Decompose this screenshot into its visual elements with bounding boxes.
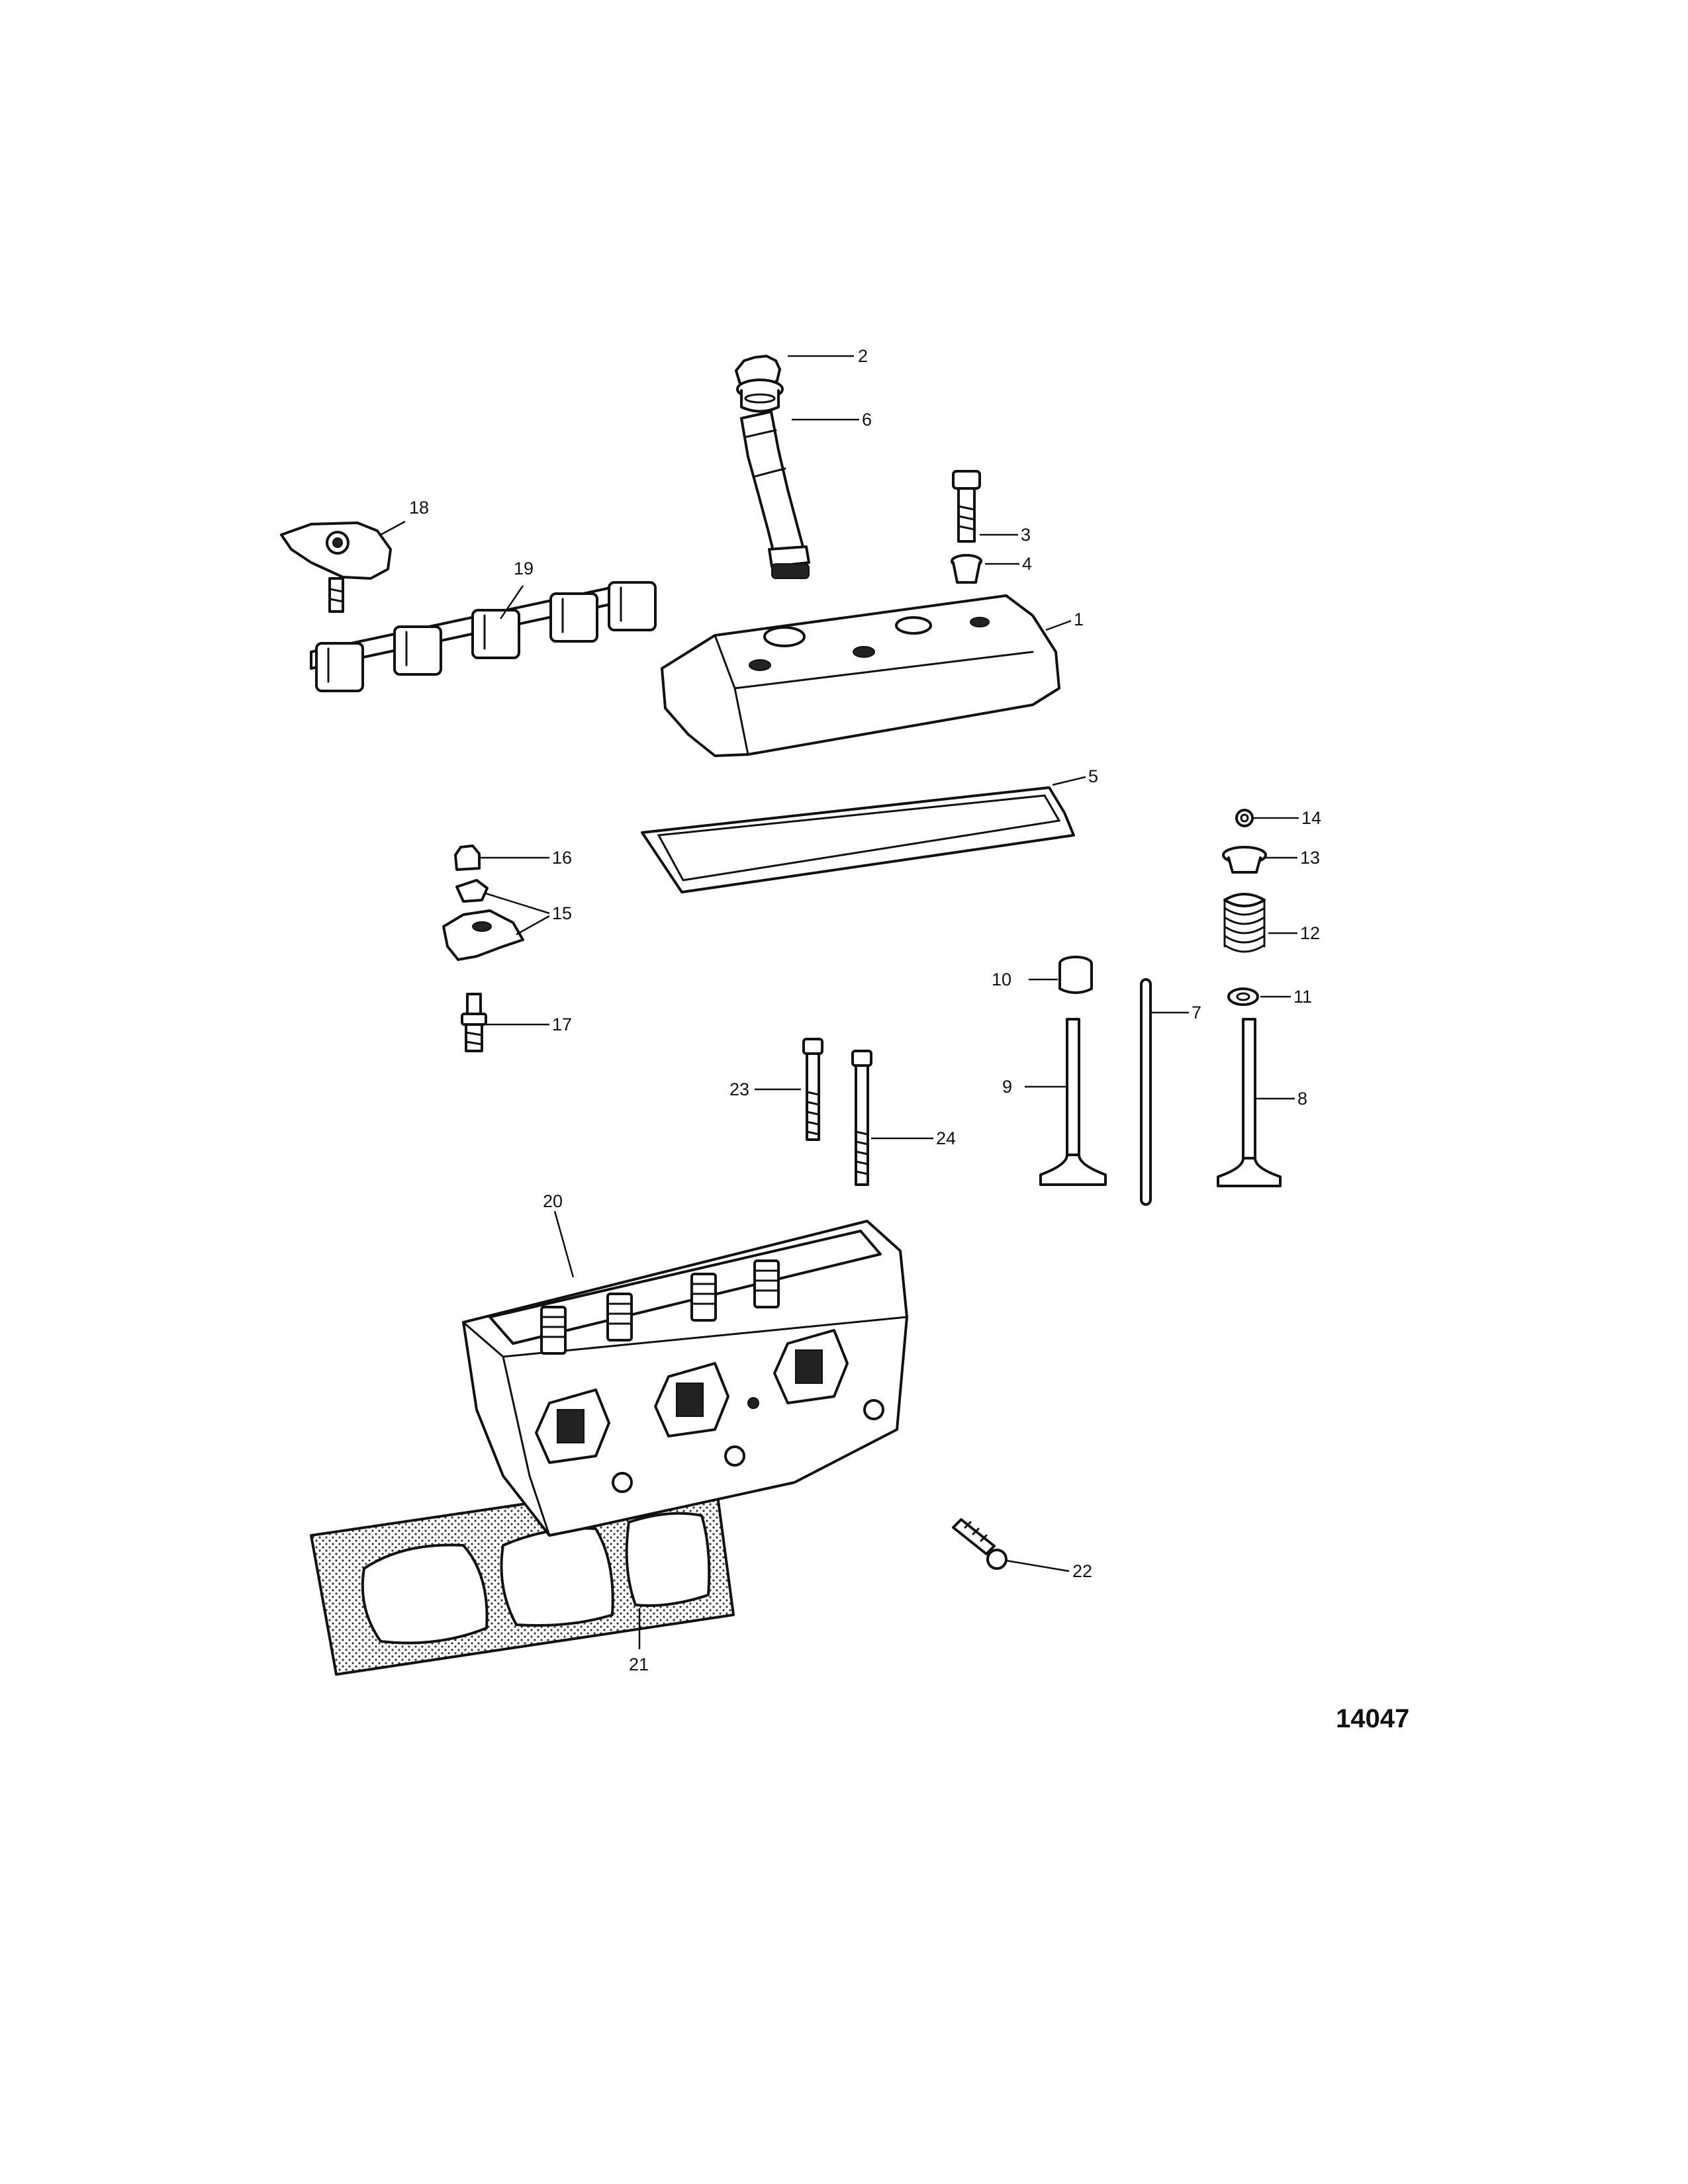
callout-15: 15: [552, 903, 572, 923]
bolt-22: [952, 1518, 1008, 1570]
callout-18: 18: [409, 498, 429, 518]
callout-14: 14: [1301, 808, 1321, 828]
figure-number: 14047: [1336, 1704, 1409, 1733]
callout-16: 16: [552, 848, 572, 868]
callout-11: 11: [1293, 987, 1312, 1007]
callout-2: 2: [858, 346, 868, 366]
valve-spring: [1223, 893, 1266, 953]
head-bolt-short: [802, 1038, 823, 1141]
valve-shim: [1227, 987, 1259, 1006]
callout-23: 23: [729, 1079, 749, 1099]
callout-5: 5: [1088, 766, 1098, 786]
valve-locks: [1235, 809, 1254, 827]
exhaust-valve: [1217, 1018, 1282, 1187]
oil-filler-tube: [740, 410, 810, 579]
oil-filler-cap: [735, 355, 784, 413]
callout-20: 20: [543, 1191, 563, 1211]
callout-13: 13: [1300, 848, 1320, 868]
callout-12: 12: [1300, 923, 1320, 943]
intake-valve: [1039, 1018, 1107, 1186]
callout-3: 3: [1021, 525, 1031, 545]
leader-lines: [380, 355, 1299, 1649]
cylinder-head-gasket: [310, 1475, 735, 1676]
pushrod: [1140, 978, 1152, 1206]
callout-19: 19: [514, 559, 534, 578]
valve-stem-seal: [1058, 956, 1093, 994]
spring-retainer: [1222, 846, 1267, 874]
callout-labels: 1 2 3 4 5 6 7 8 9 10 11 12 13 14 15 16 1…: [409, 346, 1409, 1733]
rocker-arm: [280, 522, 392, 613]
callout-21: 21: [629, 1655, 649, 1674]
rocker-pivot-and-arm: [442, 879, 524, 961]
callout-6: 6: [862, 410, 872, 430]
callout-1: 1: [1074, 610, 1084, 629]
callout-9: 9: [1002, 1077, 1012, 1097]
valve-cover-gasket: [641, 786, 1075, 893]
rocker-stud: [461, 993, 487, 1052]
head-bolt-long: [851, 1050, 872, 1186]
callout-8: 8: [1297, 1089, 1307, 1109]
valve-cover: [661, 594, 1060, 757]
rocker-nut: [454, 844, 481, 871]
callout-4: 4: [1022, 554, 1032, 574]
cover-bolt: [952, 470, 981, 543]
callout-10: 10: [992, 970, 1011, 989]
callout-24: 24: [936, 1128, 956, 1148]
callout-17: 17: [552, 1015, 572, 1034]
callout-7: 7: [1192, 1003, 1201, 1023]
callout-22: 22: [1072, 1561, 1092, 1581]
grommet: [951, 554, 982, 584]
cylinder-head: [462, 1220, 908, 1537]
rocker-retainer: [310, 581, 657, 692]
